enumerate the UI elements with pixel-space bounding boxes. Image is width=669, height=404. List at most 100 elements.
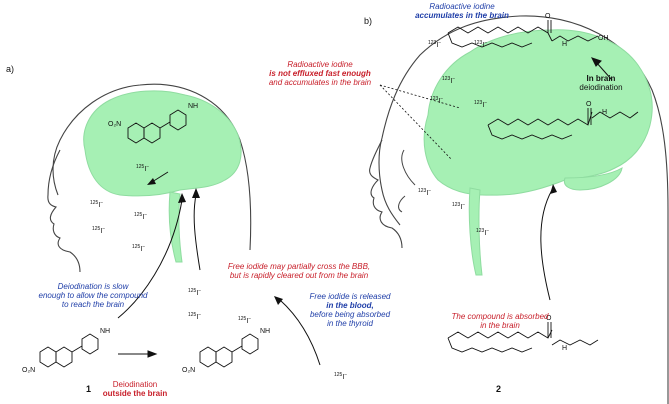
brain-left [83, 90, 242, 197]
iodide-charge: − [198, 312, 202, 318]
compound-in-brain-left [127, 109, 187, 144]
molecule-iodinated-bottom [487, 108, 639, 140]
iodide-charge: − [462, 202, 466, 208]
iodide-symbol: I [426, 190, 429, 197]
efflux-note: Radioactive iodine is not effluxed fast … [250, 60, 390, 87]
iodide-ion: 125I− [92, 226, 105, 235]
slow-note-line1: Deiodination is slow [57, 282, 129, 291]
iodide-mass: 125 [90, 200, 99, 206]
iodide-ion: 125I− [90, 200, 103, 209]
ear-right [398, 149, 416, 213]
iodide-charge: − [440, 96, 444, 102]
oxygen-atom: O [545, 13, 551, 20]
deiodination-note: In brain deiodination [566, 74, 636, 92]
iodide-mass: 123 [476, 228, 485, 234]
head-outline-right [378, 15, 669, 404]
iodide-symbol: I [144, 166, 147, 173]
iodide-symbol: I [438, 98, 441, 105]
iodide-ion: 123I− [430, 96, 443, 105]
iodide-ion: 125I− [238, 316, 251, 325]
iodide-ion: 123I− [476, 228, 489, 237]
oxygen-atom-2: O [586, 101, 592, 108]
compound-2-structure [447, 322, 599, 353]
iodide-charge: − [248, 316, 252, 322]
oh-group: OH [598, 35, 609, 42]
blood-note-line1: Free iodide is released [309, 292, 391, 301]
iodide-ion: 123I− [418, 188, 431, 197]
iodide-charge: − [428, 188, 432, 194]
efflux-note-line1: Radioactive iodine [287, 60, 353, 69]
iodide-symbol: I [482, 102, 485, 109]
iodide-mass: 125 [334, 372, 343, 378]
accumulates-note-line2: accumulates in the brain [415, 11, 509, 20]
iodide-symbol: I [482, 42, 485, 49]
iodide-charge: − [484, 100, 488, 106]
face-profile-left [47, 149, 81, 273]
outside-note-line2: outside the brain [102, 389, 168, 398]
iodide-charge: − [198, 288, 202, 294]
nh-group-2: NH [260, 328, 270, 335]
iodide-charge: − [100, 200, 104, 206]
iodide-charge: − [486, 228, 490, 234]
iodide-ion: 125I− [188, 288, 201, 297]
compound-1-structure [39, 333, 99, 368]
iodide-mass: 125 [136, 164, 145, 170]
iodide-symbol: I [100, 228, 103, 235]
iodide-mass: 123 [474, 100, 483, 106]
nitro-group-1: O₂N [22, 367, 35, 374]
absorbed-note: The compound is absorbed in the brain [440, 312, 560, 330]
bbb-note: Free iodide may partially cross the BBB,… [214, 262, 384, 280]
iodide-ion: 123I− [428, 40, 441, 49]
iodide-symbol: I [484, 230, 487, 237]
iodide-ion: 125I− [188, 312, 201, 321]
iodide-mass: 125 [238, 316, 247, 322]
nitro-group-brain: O₂N [108, 121, 121, 128]
cerebellum-right [563, 167, 623, 191]
bbb-note-line2: but is rapidly cleared out from the brai… [229, 271, 369, 280]
nh-atom-2: H [602, 109, 607, 116]
iodide-ion: 123I− [452, 202, 465, 211]
deiodination-note-line2: deiodination [579, 83, 623, 92]
iodide-ion: 125I− [136, 164, 149, 173]
molecule-iodinated-top [447, 20, 599, 48]
iodide-mass: 123 [430, 96, 439, 102]
outside-note-line1: Deiodination [112, 380, 158, 389]
efflux-note-line3: and accumulates in the brain [268, 78, 372, 87]
iodide-symbol: I [450, 78, 453, 85]
deiodination-arrow [591, 57, 613, 81]
nitro-group-2: O₂N [182, 367, 195, 374]
iodide-ion: 125I− [132, 244, 145, 253]
accumulates-note: Radioactive iodine accumulates in the br… [392, 2, 532, 20]
iodide-charge: − [142, 244, 146, 250]
iodide-charge: − [146, 164, 150, 170]
iodide-charge: − [484, 40, 488, 46]
iodide-charge: − [102, 226, 106, 232]
nh-group-1: NH [100, 328, 110, 335]
absorbed-note-line1: The compound is absorbed [451, 312, 549, 321]
iodide-mass: 125 [188, 288, 197, 294]
nh-atom-3: H [562, 345, 567, 352]
iodide-mass: 123 [442, 76, 451, 82]
iodide-mass: 125 [132, 244, 141, 250]
ion-down-arrow [151, 171, 169, 183]
deiodination-horizontal-arrow [118, 350, 158, 358]
iodide-ion: 123I− [474, 100, 487, 109]
absorbed-arrow [540, 189, 553, 301]
iodide-symbol: I [460, 204, 463, 211]
outside-note: Deiodination outside the brain [100, 380, 170, 398]
iodide-symbol: I [196, 314, 199, 321]
iodide-mass: 125 [134, 212, 143, 218]
iodide-ion: 125I− [334, 372, 347, 381]
compound-1-label: 1 [86, 384, 92, 394]
efflux-arrows [379, 84, 461, 161]
blood-arrow [279, 299, 321, 366]
iodide-symbol: I [436, 42, 439, 49]
slow-note-line2: enough to allow the compound [38, 291, 148, 300]
iodide-mass: 123 [452, 202, 461, 208]
deiodination-note-line1: In brain [586, 74, 616, 83]
iodide-symbol: I [342, 374, 345, 381]
iodide-charge: − [452, 76, 456, 82]
iodide-charge: − [144, 212, 148, 218]
brain-right [423, 29, 653, 196]
